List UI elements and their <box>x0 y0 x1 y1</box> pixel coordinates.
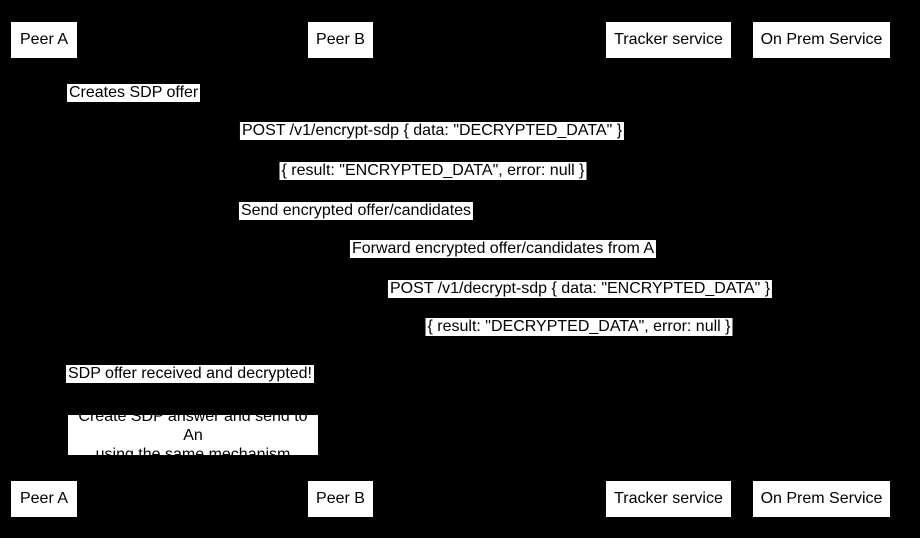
note-line-1: Create SDP answer and send to An <box>78 407 308 444</box>
message-sdp-offer-received: SDP offer received and decrypted! <box>66 365 314 383</box>
message-post-encrypt-sdp: POST /v1/encrypt-sdp { data: "DECRYPTED_… <box>239 122 625 140</box>
message-creates-sdp-offer: Creates SDP offer <box>67 84 201 102</box>
actor-box-tracker-service-top: Tracker service <box>606 22 731 58</box>
note-create-sdp-answer: Create SDP answer and send to An using t… <box>68 408 318 463</box>
message-send-encrypted-offer: Send encrypted offer/candidates <box>238 202 474 220</box>
message-decrypt-result: { result: "DECRYPTED_DATA", error: null … <box>425 318 733 336</box>
note-line-2: using the same mechanism <box>95 445 291 463</box>
actor-box-peer-b-bottom: Peer B <box>308 481 373 517</box>
actor-box-on-prem-service-bottom: On Prem Service <box>753 481 890 517</box>
actor-box-on-prem-service-top: On Prem Service <box>753 22 890 58</box>
message-forward-encrypted-offer: Forward encrypted offer/candidates from … <box>349 240 657 258</box>
actor-box-peer-b-top: Peer B <box>308 22 373 58</box>
actor-box-peer-a-top: Peer A <box>11 22 77 58</box>
message-encrypt-result: { result: "ENCRYPTED_DATA", error: null … <box>279 162 587 180</box>
actor-box-peer-a-bottom: Peer A <box>11 481 77 517</box>
actor-box-tracker-service-bottom: Tracker service <box>606 481 731 517</box>
message-post-decrypt-sdp: POST /v1/decrypt-sdp { data: "ENCRYPTED_… <box>387 280 773 298</box>
